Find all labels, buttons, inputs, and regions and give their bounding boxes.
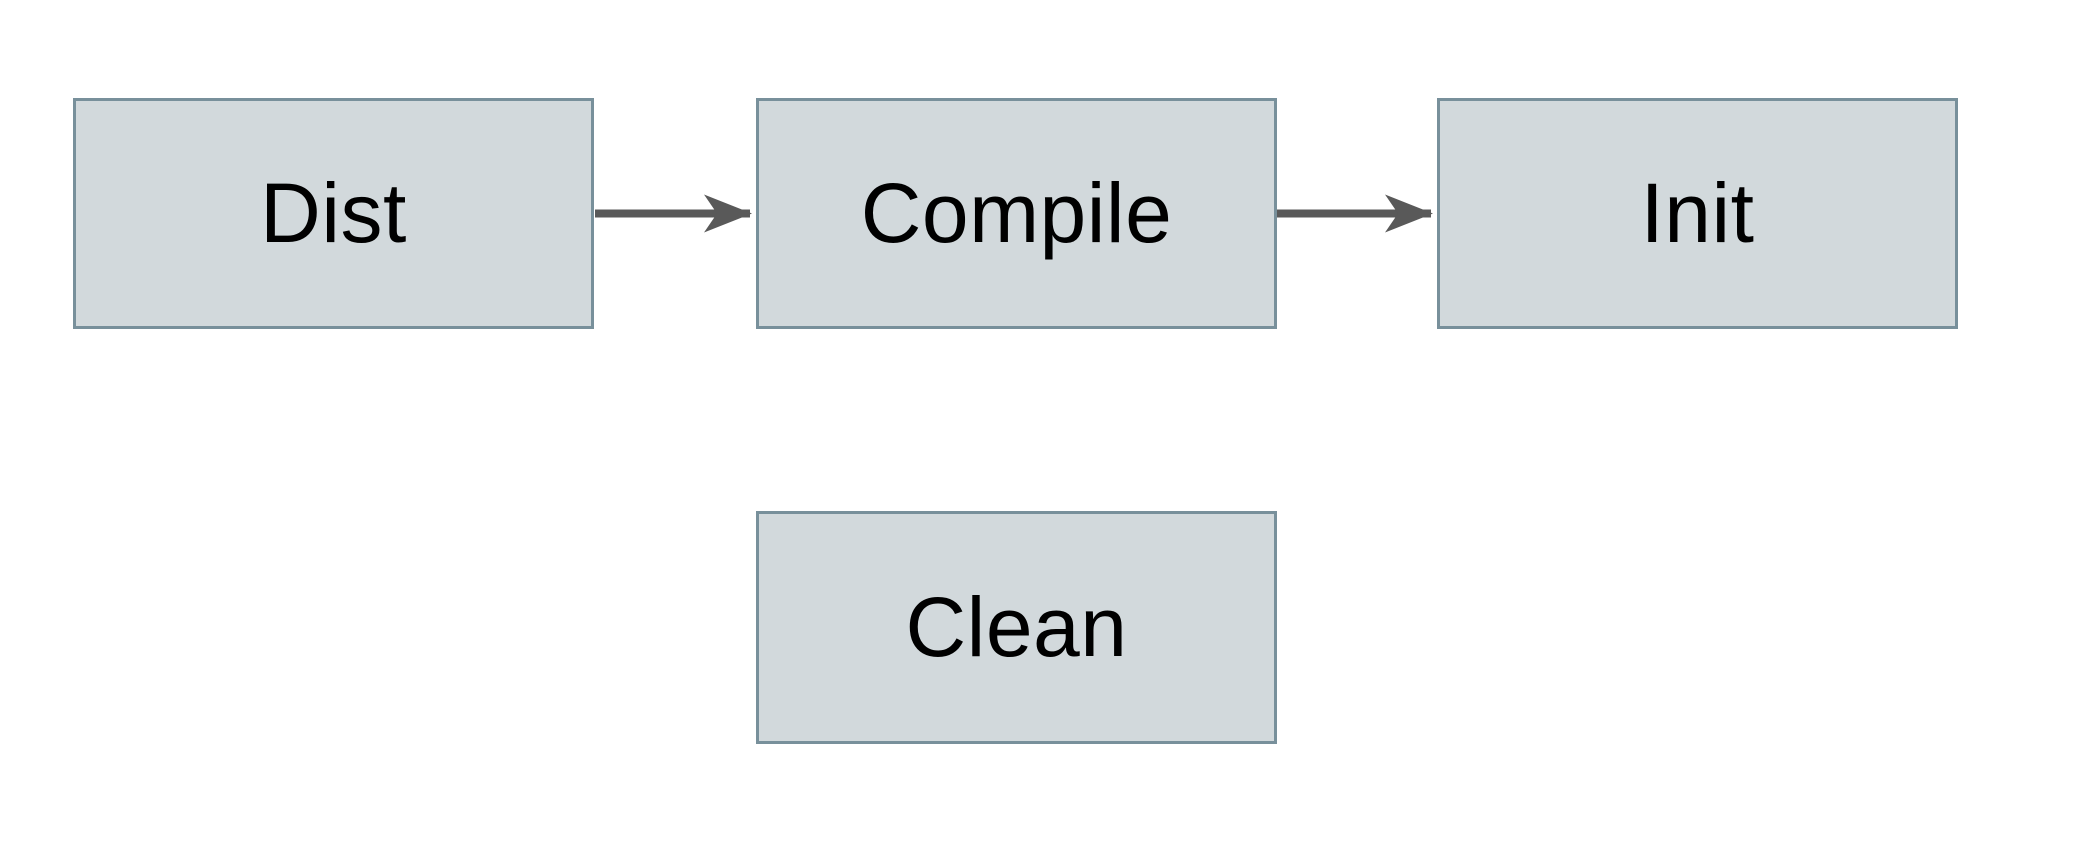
node-compile-label: Compile	[860, 166, 1173, 260]
node-clean: Clean	[756, 511, 1277, 744]
node-compile: Compile	[756, 98, 1277, 329]
node-init: Init	[1437, 98, 1958, 329]
node-dist-label: Dist	[260, 166, 407, 260]
node-clean-label: Clean	[905, 580, 1128, 674]
node-init-label: Init	[1640, 166, 1755, 260]
node-dist: Dist	[73, 98, 594, 329]
